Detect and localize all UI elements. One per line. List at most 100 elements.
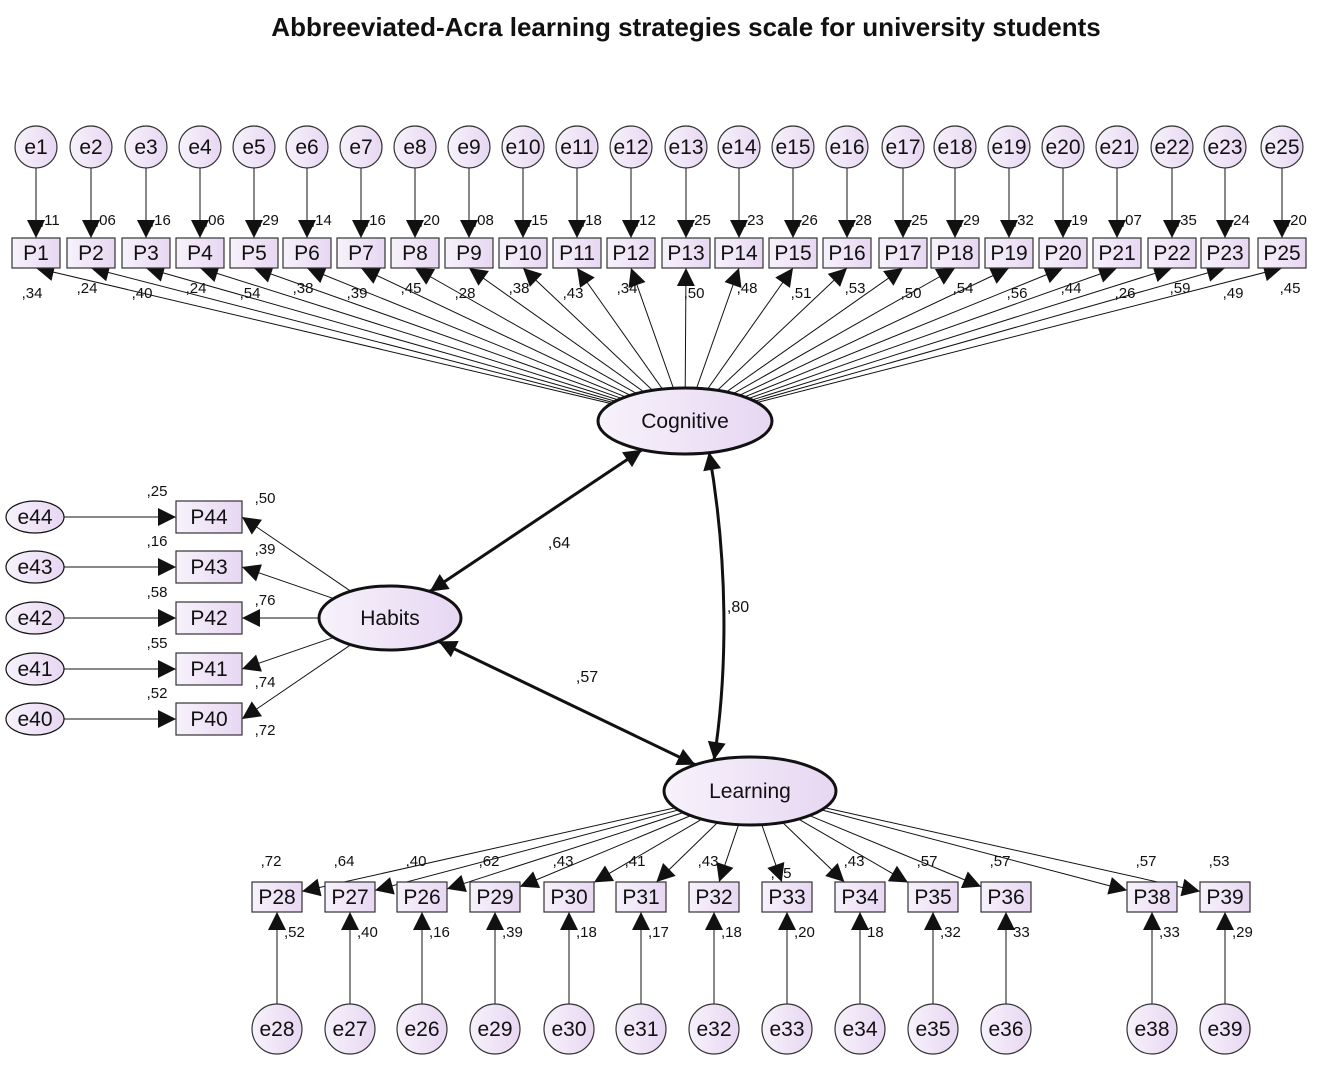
loading-path-P44 bbox=[241, 516, 352, 592]
error-node-e32 bbox=[688, 1003, 740, 1055]
loading-path-P39 bbox=[824, 807, 1201, 897]
item-box-P20-label: P20 bbox=[1044, 242, 1081, 265]
loading-path-P5 bbox=[253, 265, 622, 399]
item-box-P23-label: P23 bbox=[1206, 242, 1243, 265]
loading-label-P8: ,45 bbox=[401, 280, 422, 297]
error-node-e29 bbox=[469, 1003, 521, 1055]
r2-label-P28: ,52 bbox=[284, 924, 305, 941]
loading-path-P29 bbox=[519, 815, 691, 889]
error-label-e17: e17 bbox=[885, 136, 920, 159]
loading-path-P35 bbox=[798, 818, 909, 883]
item-box-P21 bbox=[1092, 237, 1142, 269]
error-node-e13 bbox=[664, 125, 708, 169]
error-node-e3 bbox=[124, 125, 168, 169]
loading-label-P29: ,62 bbox=[479, 853, 500, 870]
r2-label-P31: ,17 bbox=[648, 924, 669, 941]
item-box-P10-label: P10 bbox=[504, 242, 541, 265]
item-box-P32 bbox=[688, 881, 740, 913]
error-label-e30: e30 bbox=[551, 1018, 586, 1041]
loading-label-P14: ,48 bbox=[737, 280, 758, 297]
item-box-P38 bbox=[1126, 881, 1178, 913]
error-label-e28: e28 bbox=[259, 1018, 294, 1041]
loading-label-P5: ,54 bbox=[240, 285, 261, 302]
error-label-e5: e5 bbox=[242, 136, 265, 159]
item-box-P3-label: P3 bbox=[133, 242, 159, 265]
loading-label-P18: ,54 bbox=[953, 280, 974, 297]
item-box-P14 bbox=[714, 237, 764, 269]
loading-label-P40: ,72 bbox=[255, 722, 276, 739]
loading-label-P1: ,34 bbox=[22, 285, 43, 302]
item-box-P3 bbox=[121, 237, 171, 269]
error-node-e44 bbox=[5, 500, 65, 534]
error-node-e31 bbox=[615, 1003, 667, 1055]
item-box-P33 bbox=[761, 881, 813, 913]
loading-path-P12 bbox=[628, 267, 674, 389]
error-node-e19 bbox=[987, 125, 1031, 169]
loading-path-P34 bbox=[782, 822, 845, 883]
item-box-P35-label: P35 bbox=[914, 886, 951, 909]
error-label-e4: e4 bbox=[188, 136, 212, 159]
item-box-P29-label: P29 bbox=[476, 886, 513, 909]
coefficient-labels: ,11,34,06,24,16,40,06,24,29,54,14,38,16,… bbox=[22, 212, 1307, 941]
error-node-e30 bbox=[543, 1003, 595, 1055]
error-node-e43-label: e43 bbox=[17, 556, 52, 579]
error-node-e7 bbox=[339, 125, 383, 169]
loading-path-P16 bbox=[717, 267, 848, 391]
loading-label-P21: ,26 bbox=[1115, 285, 1136, 302]
loading-label-P4: ,24 bbox=[186, 280, 207, 297]
loading-path-P22 bbox=[751, 264, 1173, 401]
loading-label-P17: ,50 bbox=[901, 285, 922, 302]
error-node-e42-label: e42 bbox=[17, 607, 52, 630]
error-label-e10: e10 bbox=[505, 136, 540, 159]
loading-label-P34: ,43 bbox=[844, 853, 865, 870]
error-label-e27: e27 bbox=[332, 1018, 367, 1041]
loading-path-P21 bbox=[748, 265, 1118, 399]
r2-label-P26: ,16 bbox=[429, 924, 450, 941]
item-box-P26-label: P26 bbox=[403, 886, 440, 909]
item-box-P7-label: P7 bbox=[348, 242, 374, 265]
r2-label-P42: ,58 bbox=[147, 584, 168, 601]
item-box-P5-label: P5 bbox=[241, 242, 267, 265]
loading-path-P31 bbox=[656, 822, 718, 883]
item-box-P31 bbox=[615, 881, 667, 913]
loading-path-P17 bbox=[726, 267, 904, 393]
r2-label-P30: ,18 bbox=[576, 924, 597, 941]
item-box-P19-label: P19 bbox=[990, 242, 1027, 265]
loading-label-P42: ,76 bbox=[255, 592, 276, 609]
error-node-e1 bbox=[14, 125, 58, 169]
loading-path-P19 bbox=[739, 267, 1010, 396]
error-node-e20 bbox=[1041, 125, 1085, 169]
item-box-P43-label: P43 bbox=[190, 556, 227, 579]
loading-label-P26: ,40 bbox=[406, 853, 427, 870]
error-label-e16: e16 bbox=[829, 136, 864, 159]
error-node-e15 bbox=[771, 125, 815, 169]
r2-label-P25: ,20 bbox=[1286, 212, 1307, 229]
diagram-title: Abbreeviated-Acra learning strategies sc… bbox=[271, 12, 1100, 42]
r2-label-P17: ,25 bbox=[907, 212, 928, 229]
item-box-P7 bbox=[336, 237, 386, 269]
error-node-e28 bbox=[251, 1003, 303, 1055]
loading-path-P43 bbox=[241, 564, 334, 600]
item-box-P13 bbox=[661, 237, 711, 269]
item-box-P36 bbox=[980, 881, 1032, 913]
error-node-e26 bbox=[396, 1003, 448, 1055]
item-box-P8 bbox=[390, 237, 440, 269]
latent-learning bbox=[662, 755, 838, 827]
item-box-P6-label: P6 bbox=[294, 242, 320, 265]
loading-label-P33: ,45 bbox=[771, 865, 792, 882]
item-box-P44 bbox=[175, 500, 243, 534]
item-box-P34-label: P34 bbox=[841, 886, 879, 909]
error-label-e9: e9 bbox=[457, 136, 480, 159]
error-node-e10 bbox=[501, 125, 545, 169]
r2-label-P12: ,12 bbox=[635, 212, 656, 229]
error-node-e14 bbox=[717, 125, 761, 169]
error-label-e14: e14 bbox=[721, 136, 756, 159]
r2-label-P6: ,14 bbox=[311, 212, 332, 229]
item-box-P21-label: P21 bbox=[1098, 242, 1135, 265]
r2-label-P19: ,32 bbox=[1013, 212, 1034, 229]
loading-label-P9: ,28 bbox=[455, 285, 476, 302]
r2-label-P22: ,35 bbox=[1176, 212, 1197, 229]
item-box-P4 bbox=[175, 237, 225, 269]
error-node-e40 bbox=[5, 702, 65, 736]
